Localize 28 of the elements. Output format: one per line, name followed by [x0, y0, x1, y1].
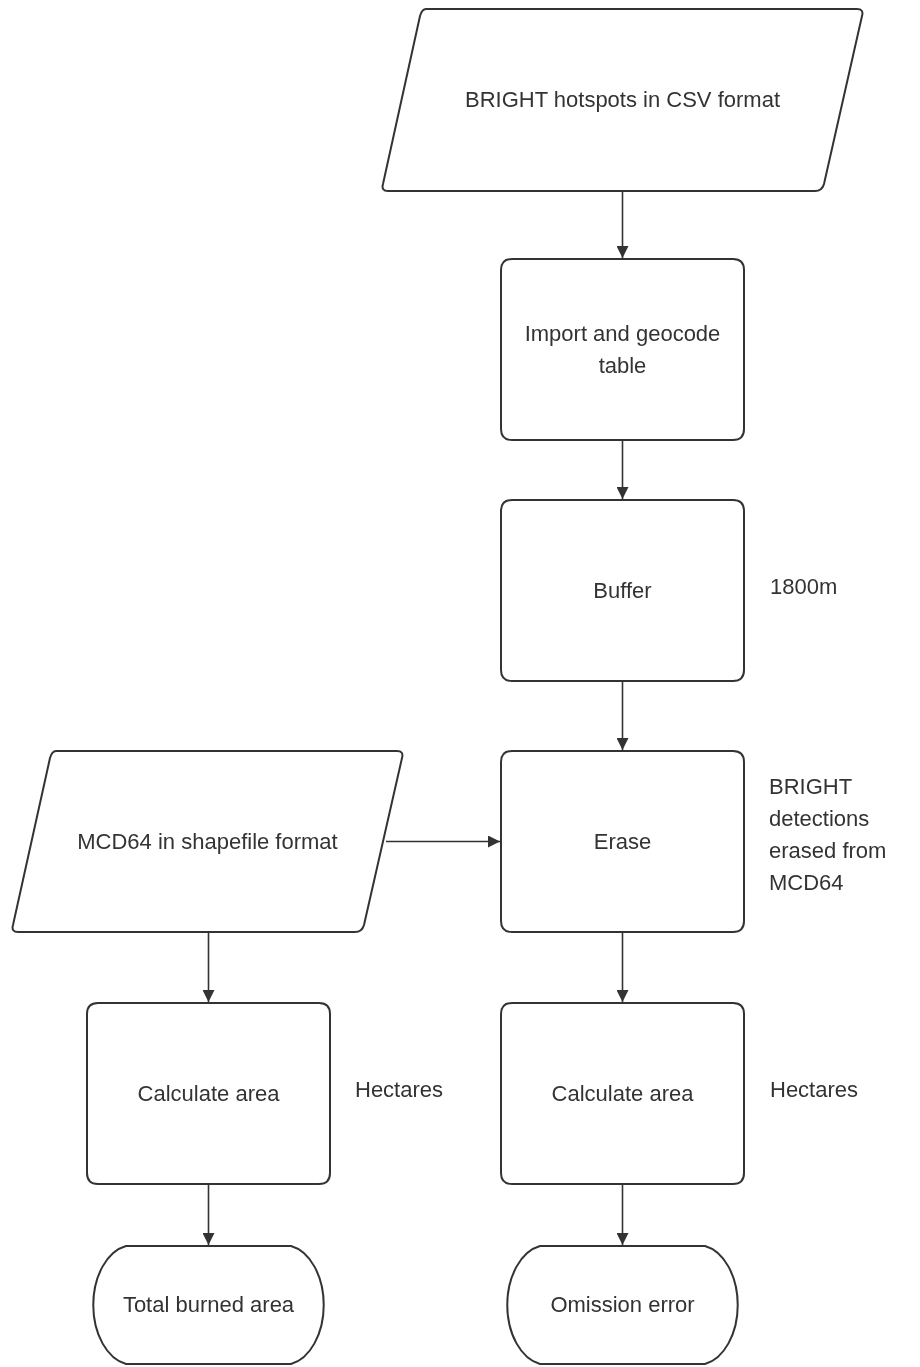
node-label: Omission error [549, 1291, 696, 1320]
process-box [500, 499, 745, 682]
process-box [86, 1002, 331, 1185]
annotation-text: 1800m [770, 573, 839, 601]
input-parallelogram [380, 8, 865, 192]
input-parallelogram [10, 750, 405, 933]
annotation-text: Hectares [355, 1076, 445, 1104]
node-label: Calculate area [136, 1079, 281, 1108]
process-box [500, 750, 745, 933]
node-label: Erase [592, 827, 653, 856]
node-label: MCD64 in shapefile format [76, 827, 339, 856]
node-label: Total burned area [121, 1291, 296, 1320]
arrow [202, 932, 215, 1003]
arrow [616, 681, 629, 751]
arrow [385, 835, 501, 848]
annotation-text: Hectares [770, 1076, 860, 1104]
node-label: Buffer [592, 576, 653, 605]
process-box [500, 258, 745, 441]
arrow [616, 932, 629, 1003]
process-box [500, 1002, 745, 1185]
arrow [202, 1184, 215, 1246]
arrow [616, 1184, 629, 1246]
node-label: Calculate area [550, 1079, 695, 1108]
arrow [616, 191, 629, 259]
node-label: Import and geocode table [523, 319, 722, 380]
node-label: BRIGHT hotspots in CSV format [463, 86, 781, 115]
annotation-text: BRIGHT detections erased from MCD64 [769, 773, 888, 897]
arrow [616, 440, 629, 500]
